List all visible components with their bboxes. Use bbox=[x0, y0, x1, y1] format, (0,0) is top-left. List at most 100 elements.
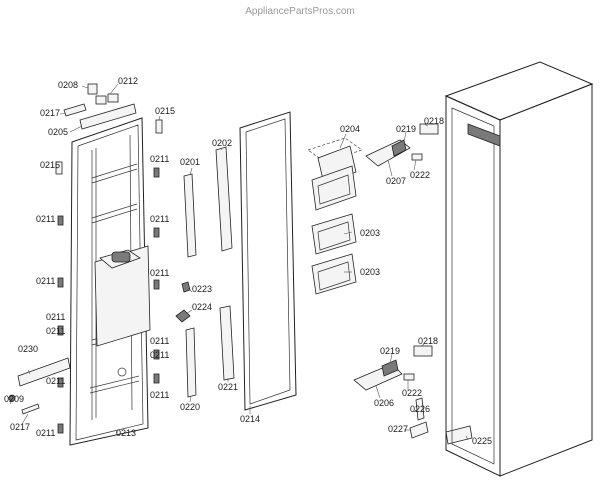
label-0218-lower: 0218 bbox=[418, 336, 438, 346]
part-0224 bbox=[175, 309, 191, 323]
cabinet-side bbox=[499, 83, 593, 477]
part-0217-top bbox=[63, 103, 87, 117]
label-0211-r2: 0211 bbox=[150, 214, 169, 224]
part-0212-b bbox=[107, 93, 119, 103]
part-0211-r2 bbox=[153, 227, 160, 238]
part-0218-upper bbox=[419, 123, 439, 135]
part-0222-lower bbox=[403, 373, 415, 381]
vertical-strips bbox=[175, 146, 235, 398]
label-0211-l1: 0211 bbox=[36, 214, 55, 224]
label-0220: 0220 bbox=[180, 402, 200, 412]
part-0203-b bbox=[311, 253, 357, 295]
bin-upper-inner bbox=[317, 174, 351, 205]
hinge-block-lower bbox=[381, 359, 399, 377]
label-0211-r1: 0211 bbox=[150, 154, 169, 164]
label-0211-l2: 0211 bbox=[36, 276, 55, 286]
label-0211-l5: 0211 bbox=[36, 428, 55, 438]
part-0221 bbox=[219, 305, 235, 381]
label-0218-upper: 0218 bbox=[424, 116, 444, 126]
door-assembly bbox=[69, 103, 151, 446]
label-0221: 0221 bbox=[218, 382, 238, 392]
door-fitting bbox=[117, 367, 127, 377]
part-0214-inner bbox=[245, 118, 291, 405]
part-0211-l4 bbox=[57, 377, 64, 388]
part-0212-a bbox=[95, 95, 107, 105]
bin-upper bbox=[311, 165, 357, 211]
label-0211-r4: 0211 bbox=[150, 336, 169, 346]
label-0230: 0230 bbox=[18, 344, 38, 354]
lower-hinge-group bbox=[353, 345, 473, 445]
label-0222-upper: 0222 bbox=[410, 170, 430, 180]
label-0208: 0208 bbox=[58, 80, 78, 90]
part-0211-l3 bbox=[57, 325, 64, 336]
part-0226 bbox=[415, 397, 425, 421]
label-0224: 0224 bbox=[192, 302, 212, 312]
label-0227: 0227 bbox=[388, 424, 408, 434]
label-0205: 0205 bbox=[48, 127, 68, 137]
label-0225: 0225 bbox=[472, 436, 492, 446]
door-inner-liner bbox=[75, 124, 144, 441]
label-0211-r5: 0211 bbox=[150, 390, 169, 400]
part-0217-bottom bbox=[21, 403, 40, 415]
bin-0203-a-inner bbox=[317, 221, 351, 251]
label-0214: 0214 bbox=[240, 414, 260, 424]
part-0202 bbox=[215, 146, 233, 252]
part-0211-r4 bbox=[153, 349, 160, 360]
part-0225 bbox=[445, 425, 473, 445]
label-0217-top: 0217 bbox=[40, 108, 60, 118]
part-0211-l2 bbox=[57, 277, 64, 288]
dispenser-lever bbox=[111, 251, 131, 263]
label-0222-lower: 0222 bbox=[402, 388, 422, 398]
part-0227 bbox=[409, 421, 429, 439]
door-gasket-frame bbox=[239, 111, 297, 411]
part-0222-upper bbox=[411, 153, 423, 161]
label-0206: 0206 bbox=[374, 398, 394, 408]
cabinet-top bbox=[444, 61, 594, 121]
part-0203-a bbox=[311, 213, 357, 255]
label-0211-l4: 0211 bbox=[46, 376, 65, 386]
label-0219-upper: 0219 bbox=[396, 124, 416, 134]
label-0211-l6: 0211 bbox=[46, 326, 65, 336]
label-0204: 0204 bbox=[340, 124, 360, 134]
part-0209 bbox=[8, 394, 16, 402]
label-0226: 0226 bbox=[410, 404, 430, 414]
label-0201: 0201 bbox=[180, 157, 200, 167]
upper-hinge-group bbox=[365, 123, 439, 167]
label-0203-b: 0203 bbox=[360, 267, 380, 277]
part-0214-outer bbox=[239, 111, 297, 411]
part-0215-right bbox=[155, 119, 163, 134]
part-0211-r3 bbox=[153, 279, 160, 290]
label-0223: 0223 bbox=[192, 284, 212, 294]
label-0213: 0213 bbox=[116, 428, 136, 438]
hinge-block-upper bbox=[391, 139, 407, 157]
label-0215-left: 0215 bbox=[40, 160, 60, 170]
part-0223 bbox=[181, 281, 191, 293]
label-0211-r6: 0211 bbox=[150, 350, 169, 360]
bin-0203-b-inner bbox=[317, 261, 351, 291]
cabinet-top-vent bbox=[467, 123, 501, 147]
label-0211-r3: 0211 bbox=[150, 268, 169, 278]
door-top-bar bbox=[79, 103, 137, 130]
leader-lines bbox=[9, 83, 469, 441]
label-0211-l3: 0211 bbox=[46, 312, 65, 322]
part-0211-l1 bbox=[57, 215, 64, 226]
label-0207: 0207 bbox=[386, 176, 406, 186]
cabinet-opening bbox=[451, 107, 495, 465]
door-bins bbox=[307, 137, 363, 295]
part-0211-r1 bbox=[153, 167, 160, 178]
label-0215-right: 0215 bbox=[155, 106, 175, 116]
part-0211-l5 bbox=[57, 423, 64, 434]
label-0212: 0212 bbox=[118, 76, 138, 86]
door-outer-panel bbox=[69, 117, 149, 446]
cabinet-front bbox=[445, 95, 501, 477]
part-0201 bbox=[183, 173, 197, 258]
label-0203-a: 0203 bbox=[360, 228, 380, 238]
left-small-parts bbox=[8, 83, 163, 434]
part-labels: 0208 0212 0217 0205 0215 0215 0211 0211 … bbox=[4, 76, 492, 446]
cabinet-body bbox=[444, 61, 594, 477]
label-0219-lower: 0219 bbox=[380, 346, 400, 356]
label-0209: 0209 bbox=[4, 394, 24, 404]
part-0208 bbox=[87, 83, 98, 95]
